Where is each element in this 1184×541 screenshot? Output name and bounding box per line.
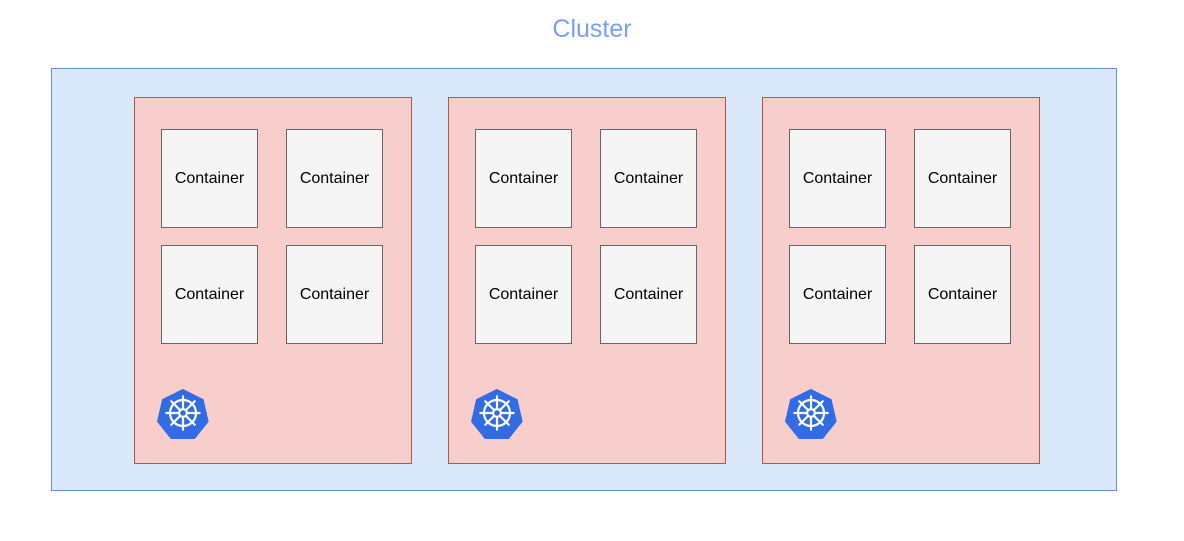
container-box: Container	[600, 245, 697, 344]
container-box: Container	[161, 245, 258, 344]
container-box: Container	[600, 129, 697, 228]
container-box: Container	[286, 129, 383, 228]
kubernetes-logo-icon	[157, 387, 209, 439]
container-label: Container	[299, 286, 370, 303]
container-box: Container	[475, 129, 572, 228]
container-label: Container	[613, 286, 684, 303]
container-label: Container	[802, 286, 873, 303]
container-label: Container	[174, 286, 245, 303]
container-label: Container	[488, 286, 559, 303]
container-box: Container	[161, 129, 258, 228]
page-title: Cluster	[552, 15, 632, 43]
container-label: Container	[802, 170, 873, 187]
container-box: Container	[914, 245, 1011, 344]
container-label: Container	[488, 170, 559, 187]
cluster-container: Container Container Container Container	[51, 68, 1117, 491]
container-label: Container	[174, 170, 245, 187]
container-box: Container	[914, 129, 1011, 228]
container-label: Container	[613, 170, 684, 187]
container-box: Container	[286, 245, 383, 344]
pod-1: Container Container Container Container	[134, 97, 412, 464]
container-label: Container	[927, 286, 998, 303]
kubernetes-logo-icon	[471, 387, 523, 439]
container-box: Container	[789, 129, 886, 228]
container-label: Container	[299, 170, 370, 187]
container-box: Container	[475, 245, 572, 344]
pod-3: Container Container Container Container	[762, 97, 1040, 464]
pod-2: Container Container Container Container	[448, 97, 726, 464]
container-label: Container	[927, 170, 998, 187]
kubernetes-logo-icon	[785, 387, 837, 439]
container-box: Container	[789, 245, 886, 344]
